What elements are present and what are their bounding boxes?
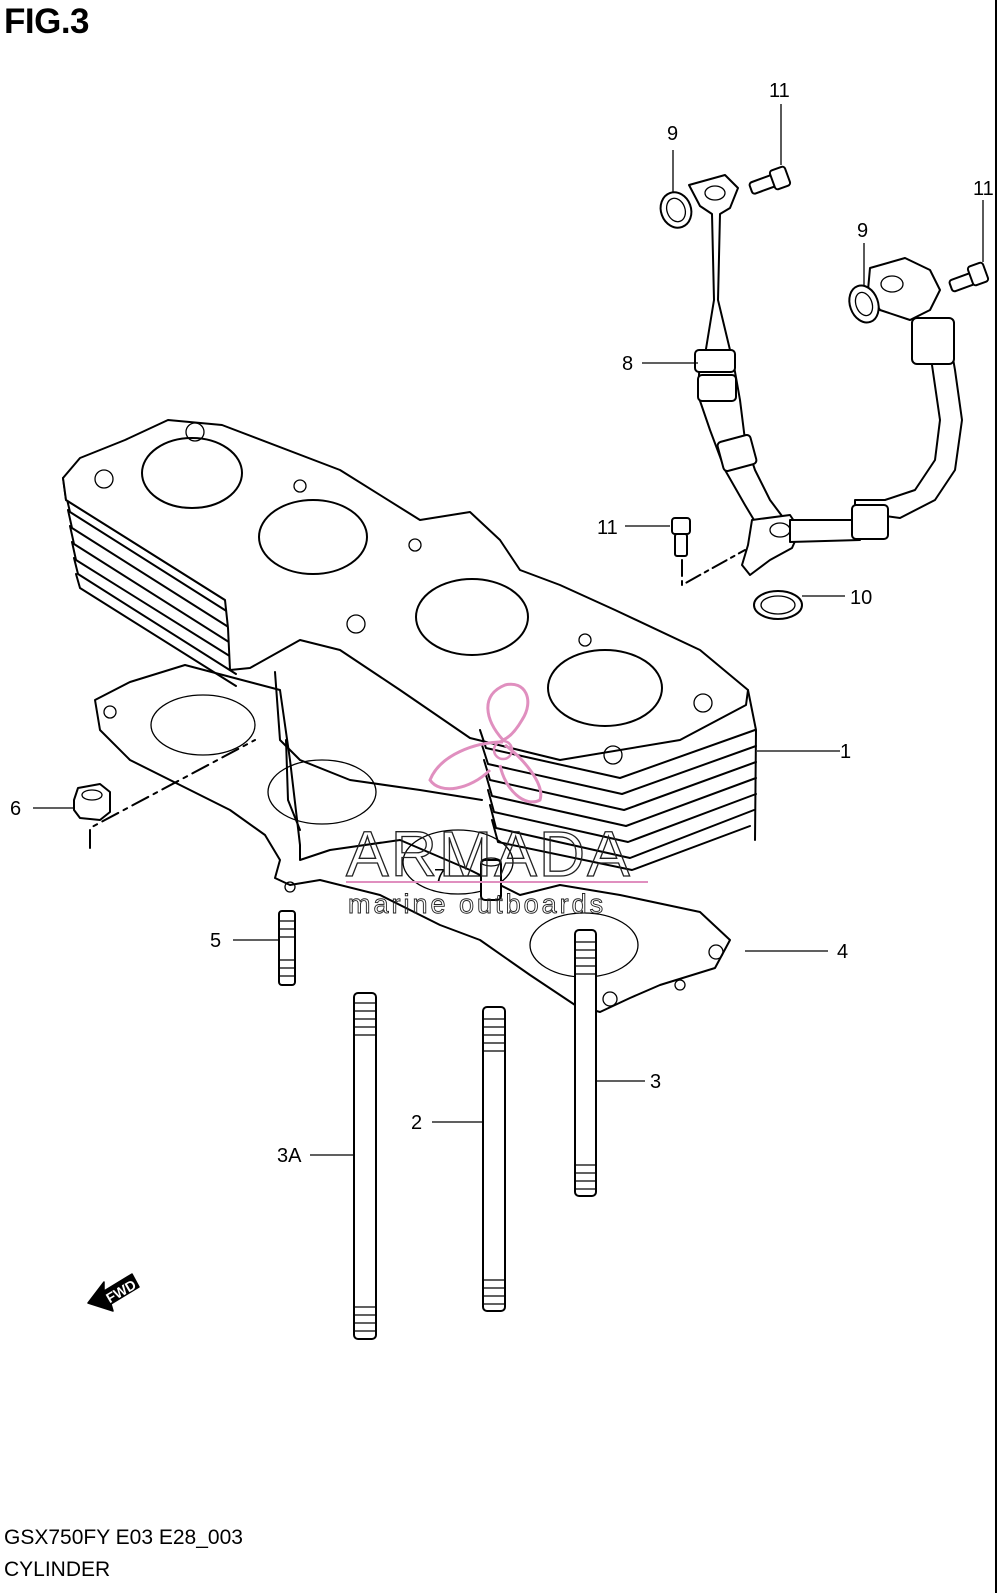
callout-5: 5: [210, 930, 221, 952]
model-code: GSX750FY E03 E28_003: [4, 1526, 243, 1549]
cylinder-bore-4: [547, 649, 663, 727]
nut-6-leader-dash: [89, 739, 256, 849]
washer-9-left: [659, 191, 693, 229]
stud-2: [482, 1006, 506, 1312]
callout-3a: 3A: [277, 1145, 302, 1167]
callout-9-right: 9: [857, 220, 868, 242]
armada-logo-icon: [428, 682, 543, 804]
callout-11-right: 11: [973, 178, 994, 200]
dowel-pin-5: [278, 910, 296, 986]
bolt-11-top: [748, 165, 792, 195]
page-right-border: [995, 0, 997, 1593]
cylinder-base-gasket: [94, 664, 731, 1013]
stud-3: [574, 929, 597, 1197]
dowel-7: [480, 857, 502, 901]
callout-6: 6: [10, 798, 21, 820]
callout-9-left: 9: [667, 123, 678, 145]
cylinder-fins-right: [479, 689, 757, 871]
callout-7: 7: [434, 866, 445, 888]
callout-8: 8: [622, 353, 633, 375]
forward-direction-arrow: FWD: [87, 1273, 140, 1312]
callout-labels: 1 2 3 3A 4 5 6 7 8 9 9 10 11 11 11: [10, 80, 994, 1167]
armada-watermark: ARMADA marine outboards: [345, 682, 648, 919]
bolt-11-right: [948, 261, 990, 293]
nut-6: [73, 783, 111, 821]
cylinder-bolt-holes: [94, 422, 713, 765]
oil-hose-assembly: [688, 174, 963, 576]
callout-11-top: 11: [769, 80, 790, 102]
callout-1: 1: [840, 741, 851, 763]
callout-11-mid: 11: [597, 517, 618, 539]
cylinder-bore-3: [415, 578, 529, 656]
callout-4: 4: [837, 941, 848, 963]
figure-title: FIG.3: [4, 2, 90, 41]
cylinder-bore-2: [258, 499, 368, 575]
bolt-11-mid: [671, 517, 691, 557]
cylinder-block: [62, 419, 757, 871]
cylinder-bore-1: [141, 437, 243, 509]
watermark-brand: ARMADA: [346, 818, 632, 890]
bolt-11-mid-dash: [681, 549, 746, 586]
section-name: CYLINDER: [4, 1558, 111, 1581]
callout-2: 2: [411, 1112, 422, 1134]
callout-10: 10: [850, 587, 872, 609]
stud-3a: [353, 992, 377, 1340]
callout-leaders: [33, 104, 984, 1156]
callout-3: 3: [650, 1071, 661, 1093]
watermark-tagline: marine outboards: [348, 889, 606, 919]
